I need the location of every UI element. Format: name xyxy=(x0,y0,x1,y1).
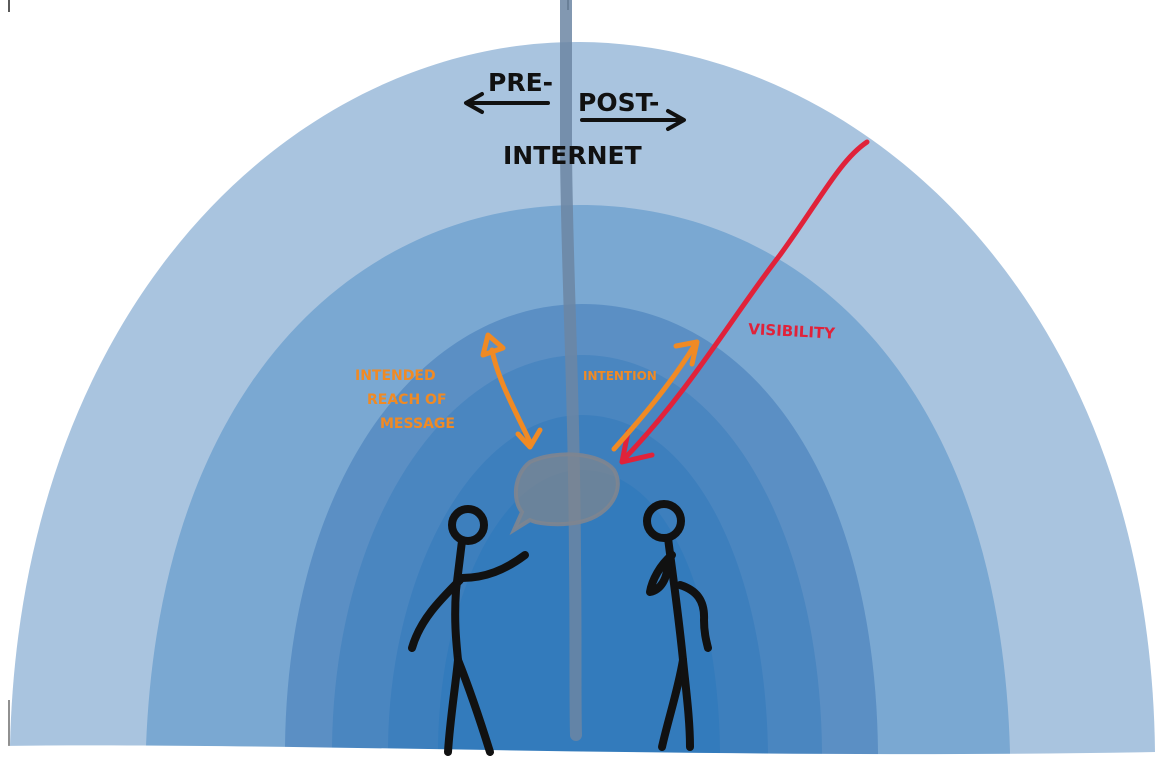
pre-arrow xyxy=(464,92,550,114)
arrow-left-icon xyxy=(464,92,484,114)
speaking-person-icon xyxy=(408,505,529,756)
intention-arrow xyxy=(611,339,700,452)
intended-reach-line1: INTENDED xyxy=(355,368,436,384)
intention-label: INTENTION xyxy=(583,369,657,383)
intended-reach-label: INTENDED REACH OF MESSAGE xyxy=(355,368,455,432)
arrow-right-icon xyxy=(666,109,686,131)
ground xyxy=(0,745,1156,761)
arrow-head-icon xyxy=(480,332,506,358)
post-arrow xyxy=(580,109,686,131)
arrow-head-icon xyxy=(515,427,543,450)
arrow-head-icon xyxy=(619,429,655,465)
listening-person-icon xyxy=(643,500,712,751)
internet-label: INTERNET xyxy=(503,141,642,170)
visibility-arrow xyxy=(619,139,870,465)
intended-reach-line2: REACH OF xyxy=(367,392,447,408)
visibility-label: VISIBILITY xyxy=(748,320,837,343)
arrow-head-icon xyxy=(673,339,700,367)
intended-reach-line3: MESSAGE xyxy=(380,416,455,432)
pre-label: PRE- xyxy=(488,68,553,97)
post-label: POST- xyxy=(578,88,659,117)
intended-reach-arrow xyxy=(480,332,543,450)
speech-bubble-icon xyxy=(509,452,620,536)
